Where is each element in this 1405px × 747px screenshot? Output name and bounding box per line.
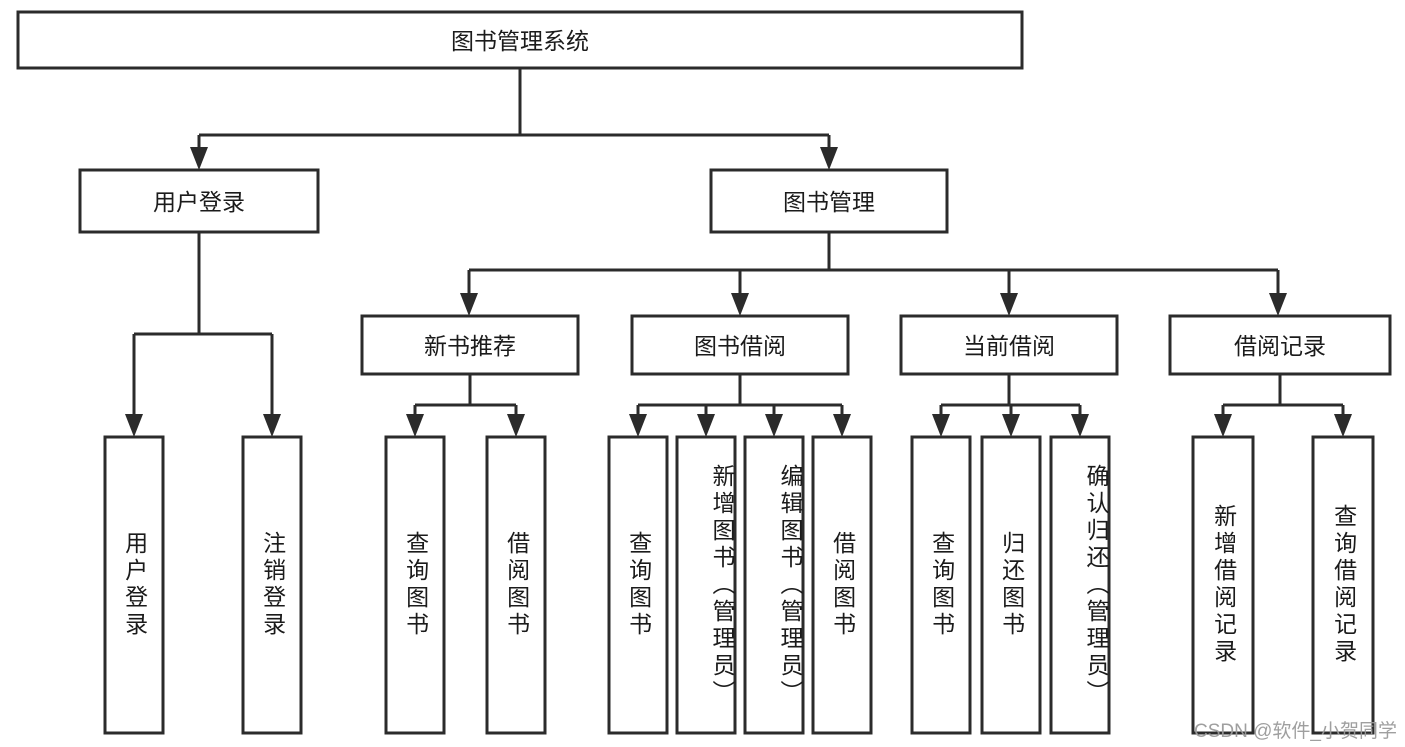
csdn-watermark: CSDN @软件_小贺同学	[1194, 721, 1397, 742]
node-new-book-recommend[interactable]: 新书推荐	[360, 314, 580, 376]
connector-book-management-to-level3	[460, 232, 1287, 316]
arrow-head-icon	[731, 293, 749, 316]
arrow-head-icon	[125, 414, 143, 437]
node-root[interactable]: 图书管理系统	[16, 10, 1024, 70]
arrow-head-icon	[1334, 414, 1352, 437]
leaf-box[interactable]	[980, 435, 1042, 735]
borrow-record-label: 借阅记录	[1234, 333, 1326, 359]
connector-user-login-to-leaves	[125, 232, 281, 437]
arrow-head-icon	[507, 414, 525, 437]
connector-borrow-record-to-leaves	[1214, 374, 1352, 437]
connector-root-to-level2	[190, 68, 838, 170]
node-user-login[interactable]: 用户登录	[78, 168, 320, 234]
leaf-box[interactable]	[1049, 435, 1111, 735]
leaf-box[interactable]	[1191, 435, 1255, 735]
arrow-head-icon	[1002, 414, 1020, 437]
leaf-box[interactable]	[675, 435, 737, 735]
root-box[interactable]	[16, 10, 1024, 70]
node-book-borrow[interactable]: 图书借阅	[630, 314, 850, 376]
leaf-box[interactable]	[103, 435, 165, 735]
arrow-head-icon	[1269, 293, 1287, 316]
arrow-head-icon	[1214, 414, 1232, 437]
node-current-borrow[interactable]: 当前借阅	[899, 314, 1119, 376]
arrow-head-icon	[263, 414, 281, 437]
leaf-box[interactable]	[241, 435, 303, 735]
arrow-head-icon	[932, 414, 950, 437]
connector-new-book-recommend-to-leaves	[406, 374, 525, 437]
book-borrow-label: 图书借阅	[694, 333, 786, 359]
new-book-recommend-box[interactable]	[360, 314, 580, 376]
leaf-box[interactable]	[1311, 435, 1375, 735]
leaf-box[interactable]	[743, 435, 805, 735]
leaf-box[interactable]	[811, 435, 873, 735]
arrow-head-icon	[460, 293, 478, 316]
arrow-head-icon	[833, 414, 851, 437]
arrow-head-icon	[697, 414, 715, 437]
new-book-recommend-label: 新书推荐	[424, 333, 516, 359]
user-login-label: 用户登录	[153, 189, 245, 215]
node-book-management[interactable]: 图书管理	[709, 168, 949, 234]
current-borrow-label: 当前借阅	[963, 333, 1055, 359]
node-borrow-record[interactable]: 借阅记录	[1168, 314, 1392, 376]
current-borrow-box[interactable]	[899, 314, 1119, 376]
arrow-head-icon	[765, 414, 783, 437]
leaf-box[interactable]	[607, 435, 669, 735]
book-management-label: 图书管理	[783, 189, 875, 215]
arrow-head-icon	[406, 414, 424, 437]
arrow-head-icon	[1071, 414, 1089, 437]
arrow-head-icon	[629, 414, 647, 437]
arrow-head-icon	[190, 147, 208, 170]
leaf-boxes-group	[103, 435, 1375, 735]
arrow-head-icon	[1000, 293, 1018, 316]
root-label: 图书管理系统	[451, 28, 589, 54]
connector-book-borrow-to-leaves	[629, 374, 851, 437]
user-login-box[interactable]	[78, 168, 320, 234]
leaf-box[interactable]	[384, 435, 446, 735]
leaf-box[interactable]	[485, 435, 547, 735]
leaf-box[interactable]	[910, 435, 972, 735]
connector-current-borrow-to-leaves	[932, 374, 1089, 437]
arrow-head-icon	[820, 147, 838, 170]
